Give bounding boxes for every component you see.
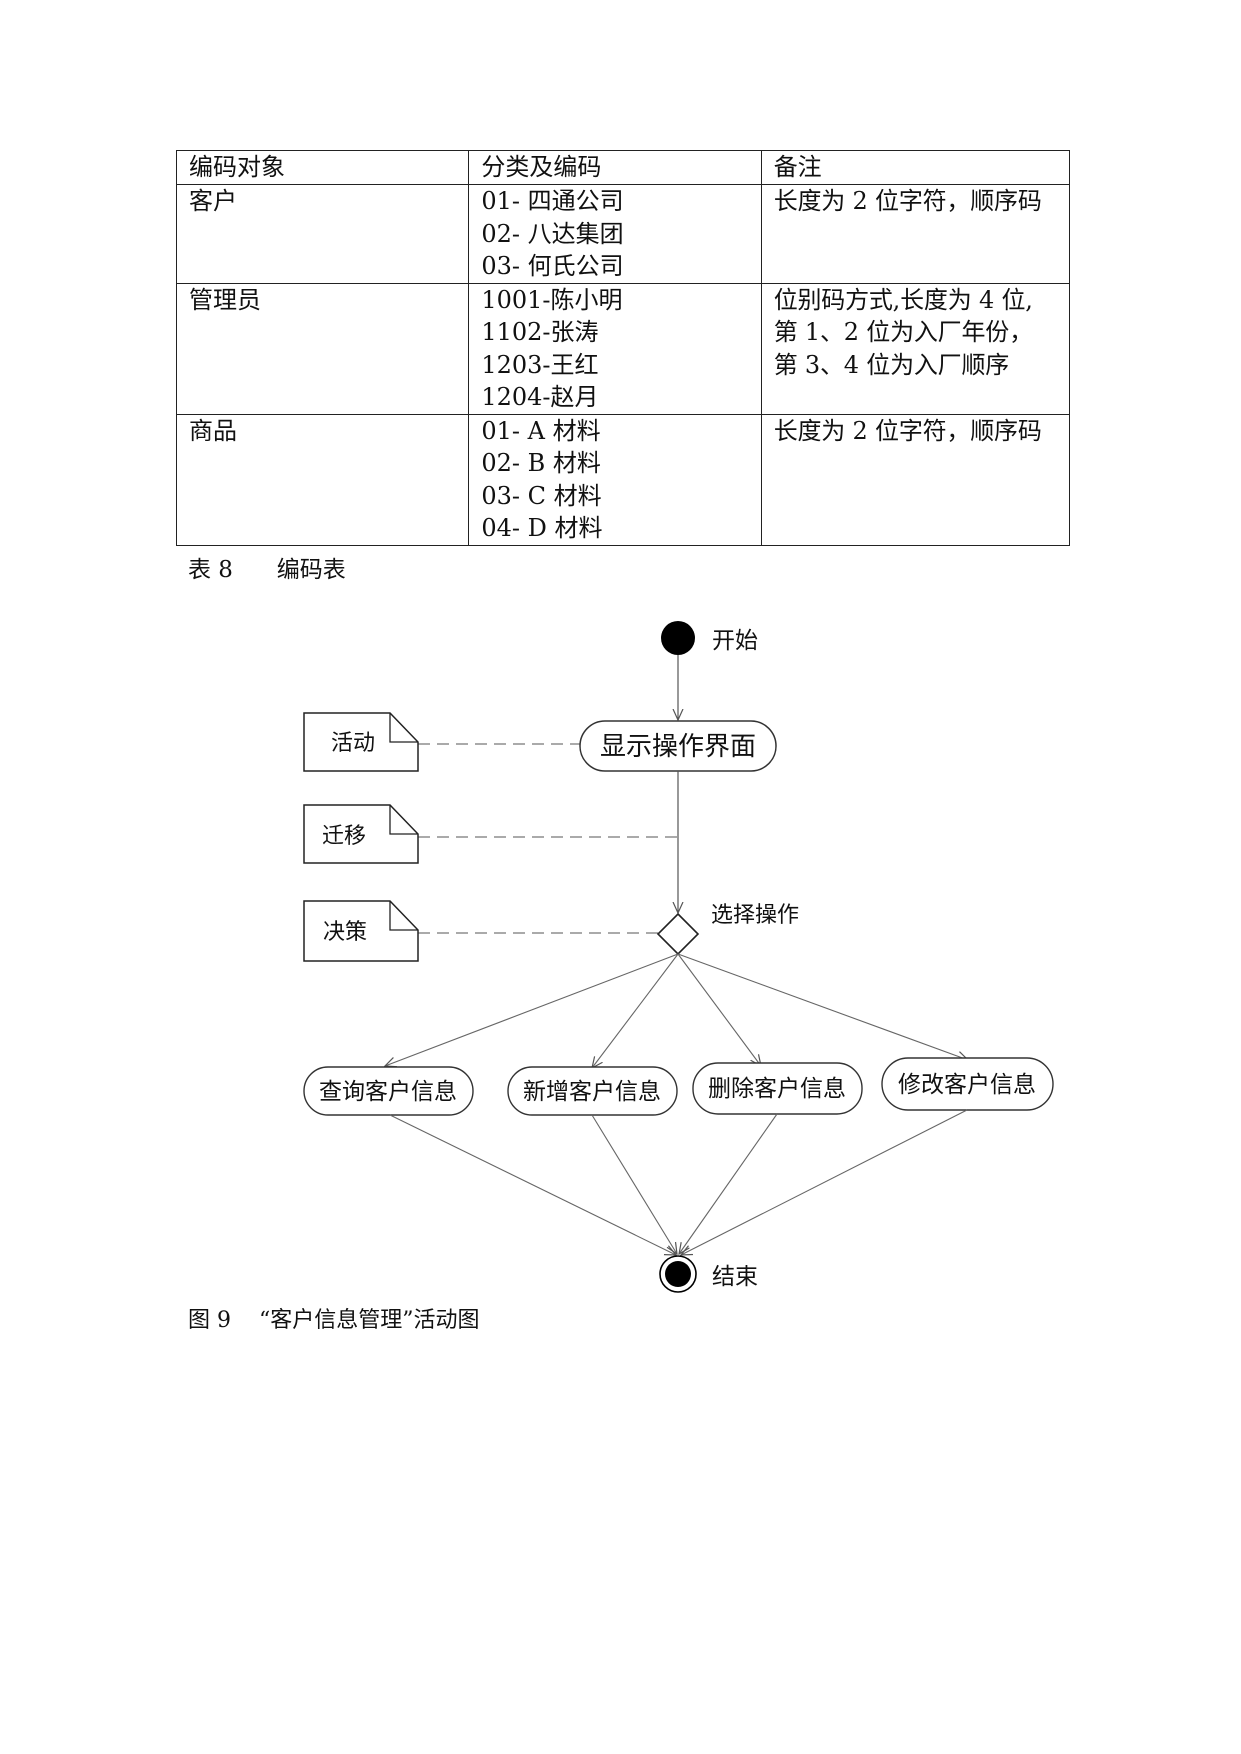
transition-to-add	[592, 953, 679, 1068]
note-line: 长度为 2 位字符，顺序码	[773, 187, 1042, 215]
note-decision: 决策	[303, 900, 419, 962]
note-line: 位别码方式,长度为 4 位,	[773, 285, 1033, 314]
note-activity-label: 活动	[331, 731, 375, 756]
code-item: 02- 八达集团	[481, 219, 624, 248]
figure-caption: 图 9 “客户信息管理”活动图	[188, 1308, 480, 1333]
action-label-query: 查询客户信息	[319, 1079, 457, 1105]
code-item: 1102-张涛	[481, 318, 599, 346]
note-line: 长度为 2 位字符，顺序码	[773, 416, 1042, 445]
table-header-notes: 备注	[760, 150, 1071, 185]
code-item: 1001-陈小明	[481, 285, 623, 314]
table-header-object: 编码对象	[175, 150, 470, 185]
action-node-query	[303, 1066, 474, 1116]
transition-add-to-end	[591, 1114, 677, 1254]
table-cell-notes: 长度为 2 位字符，顺序码	[760, 413, 1071, 546]
transition-delete-to-end	[679, 1113, 778, 1254]
action-label-delete: 删除客户信息	[708, 1076, 846, 1102]
action-node-modify	[881, 1057, 1054, 1111]
start-node	[661, 621, 695, 655]
transition-modify-to-end	[681, 1109, 968, 1255]
table-row: 商品 01- A 材料 02- B 材料 03- C 材料 04- D 材料 长…	[175, 413, 1071, 546]
note-connectors	[418, 743, 677, 934]
transition-to-query	[385, 953, 679, 1066]
action-label-modify: 修改客户信息	[898, 1072, 1036, 1098]
code-item: 1204-赵月	[481, 383, 599, 411]
table-cell-codes: 1001-陈小明 1102-张涛 1203-王红 1204-赵月	[468, 282, 762, 415]
display-activity-label: 显示操作界面	[600, 732, 756, 762]
code-item: 01- 四通公司	[481, 187, 624, 215]
table-cell-codes: 01- A 材料 02- B 材料 03- C 材料 04- D 材料	[468, 413, 762, 546]
start-label: 开始	[712, 628, 758, 654]
note-decision-label: 决策	[323, 920, 367, 945]
transition-to-modify	[677, 953, 968, 1060]
note-line: 第 3、4 位为入厂顺序	[773, 350, 1010, 379]
table-cell-notes: 长度为 2 位字符，顺序码	[760, 184, 1071, 284]
action-node-delete	[692, 1062, 863, 1115]
code-item: 03- C 材料	[481, 481, 602, 510]
table-header-codes: 分类及编码	[468, 150, 762, 185]
note-transition-label: 迁移	[322, 824, 366, 849]
merge-transitions	[389, 1109, 968, 1255]
code-item: 04- D 材料	[481, 514, 603, 542]
action-label-add: 新增客户信息	[523, 1079, 661, 1105]
note-line: 第 1、2 位为入厂年份，	[773, 318, 1033, 346]
coding-table: 编码对象 分类及编码 备注 客户 01- 四通公司 02- 八达集团 03- 何…	[175, 150, 1071, 546]
decision-node	[656, 912, 700, 956]
table-caption: 表 8 编码表	[188, 557, 346, 583]
table-header-row: 编码对象 分类及编码 备注	[175, 150, 1071, 185]
end-label: 结束	[712, 1264, 758, 1290]
code-item: 01- A 材料	[481, 416, 601, 445]
transition-query-to-end	[389, 1114, 676, 1255]
code-item: 02- B 材料	[481, 449, 601, 477]
decision-branches	[385, 953, 968, 1068]
transition-to-delete	[677, 953, 761, 1066]
table-cell-codes: 01- 四通公司 02- 八达集团 03- 何氏公司	[468, 184, 762, 284]
note-transition: 迁移	[303, 804, 419, 864]
end-node-inner	[665, 1261, 691, 1287]
note-activity: 活动	[303, 712, 419, 772]
code-item: 03- 何氏公司	[481, 252, 624, 280]
decision-label: 选择操作	[711, 903, 799, 928]
code-item: 1203-王红	[481, 350, 599, 379]
